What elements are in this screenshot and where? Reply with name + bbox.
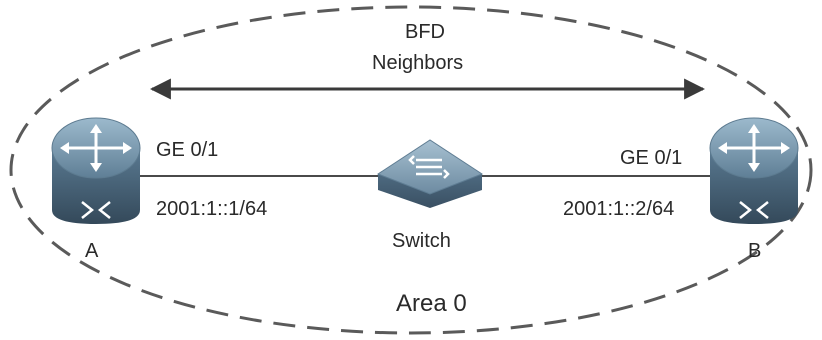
switch-label: Switch <box>392 230 451 252</box>
area-boundary <box>9 5 813 335</box>
bfd-label-line2: Neighbors <box>372 52 464 74</box>
router-a-icon <box>51 117 141 224</box>
router-a-interface: GE 0/1 <box>156 139 219 161</box>
router-a-address: 2001:1::1/64 <box>156 198 268 220</box>
area-label: Area 0 <box>396 290 467 317</box>
bfd-label-line1: BFD <box>405 21 445 43</box>
router-a-name: A <box>85 240 99 262</box>
switch-icon <box>376 139 484 208</box>
router-b-address: 2001:1::2/64 <box>563 198 675 220</box>
router-b-interface: GE 0/1 <box>620 147 683 169</box>
router-b-name: B <box>748 240 762 262</box>
router-b-icon <box>709 117 799 224</box>
